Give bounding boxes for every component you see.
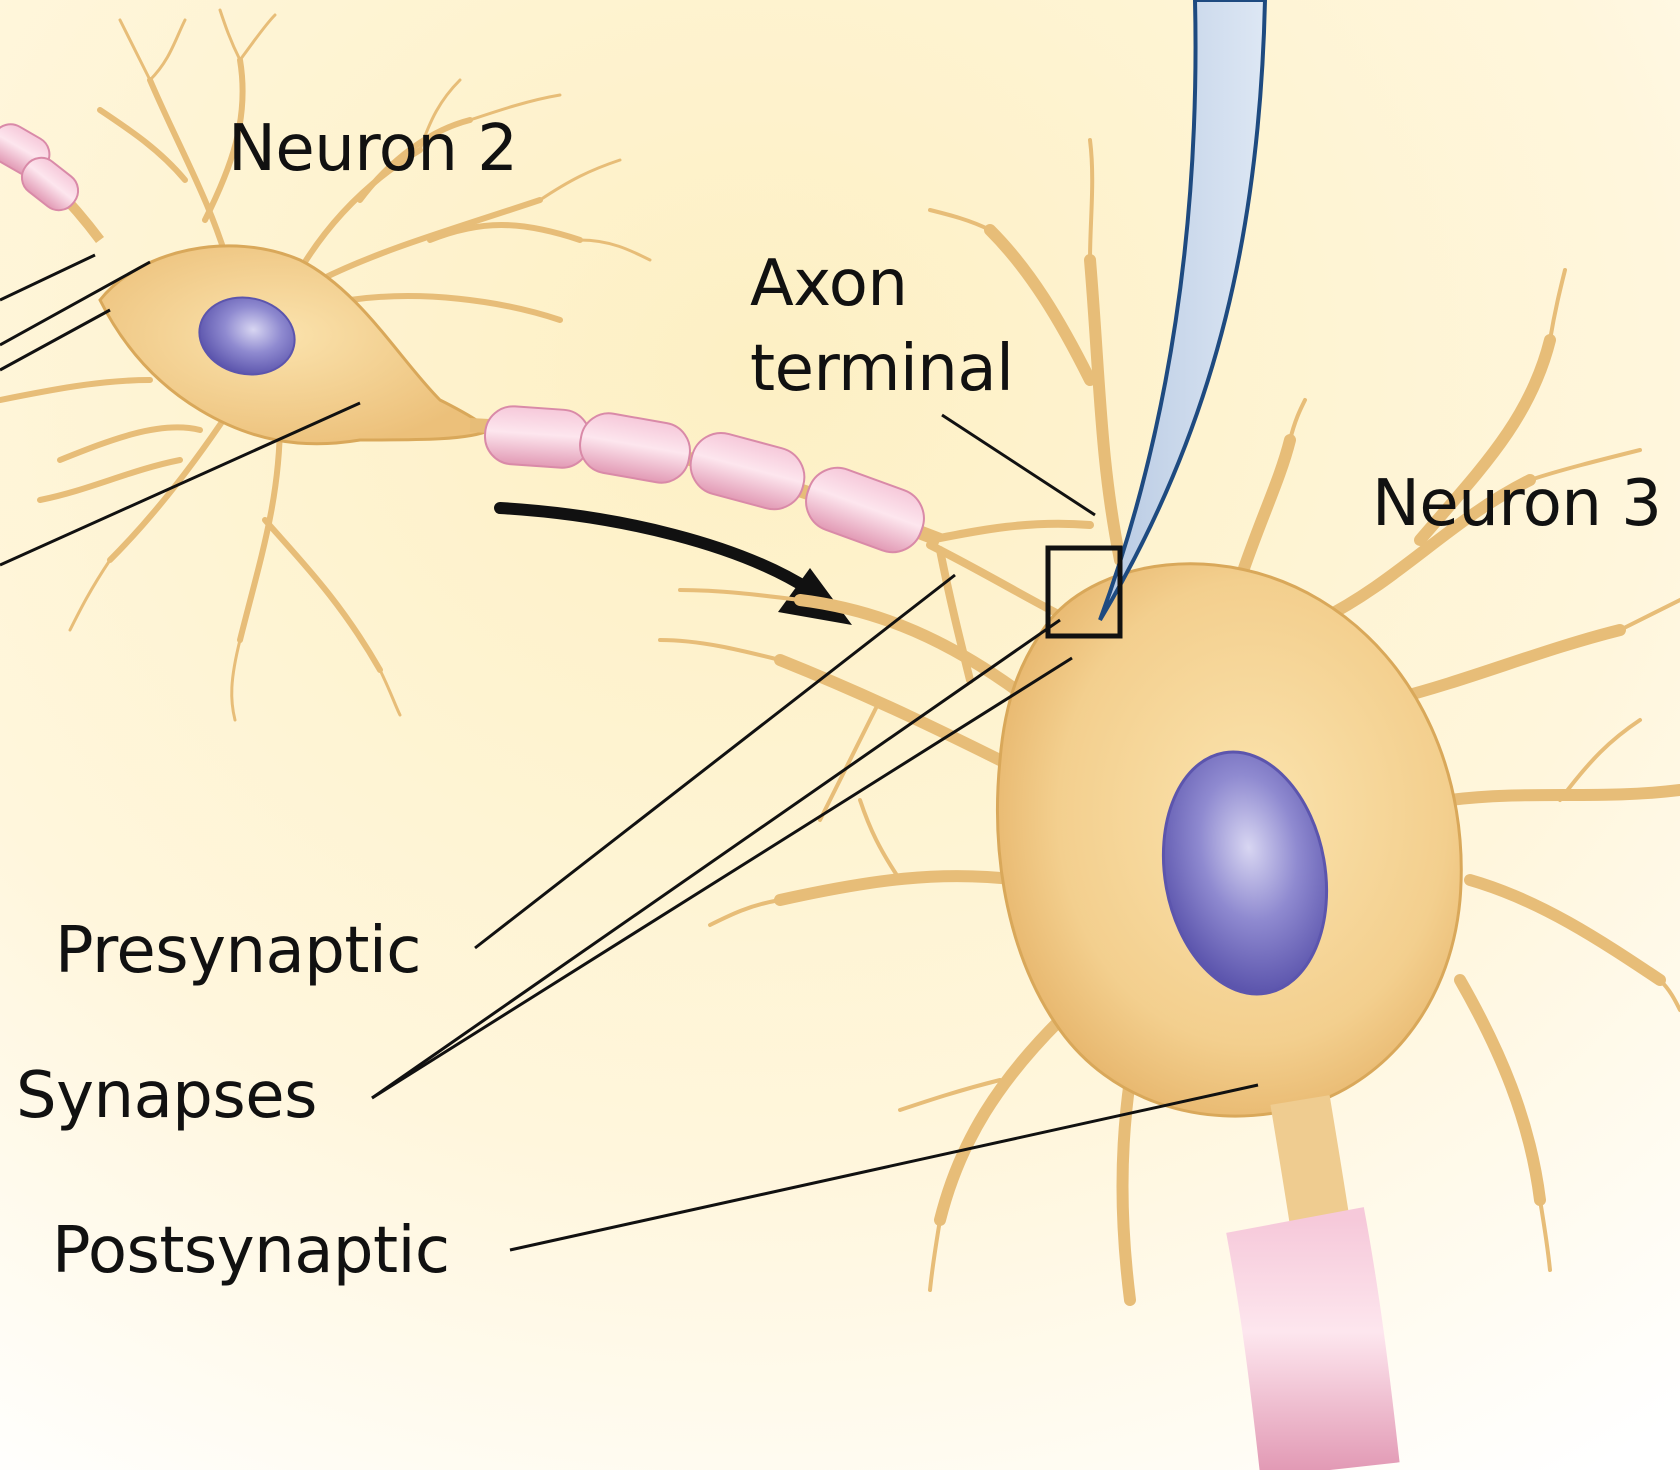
neuron-2-nucleus [198, 296, 296, 376]
neuron-2-dendrites [0, 57, 583, 673]
neuron-3-nucleus [1161, 750, 1329, 996]
neuron-3 [658, 138, 1680, 1470]
neuron-3-fine-dendrites [658, 138, 1680, 1292]
label-postsynaptic: Postsynaptic [52, 1214, 450, 1288]
neuron-2-fine-dendrites [68, 8, 652, 722]
label-neuron-3: Neuron 3 [1372, 467, 1662, 541]
neuron-3-dendrites [774, 224, 1680, 1306]
neuron-3-myelin [1226, 1207, 1400, 1470]
recording-electrode [1098, 0, 1268, 622]
incoming-axon [0, 123, 104, 244]
myelin-segments [483, 405, 925, 554]
label-neuron-2: Neuron 2 [228, 112, 518, 186]
label-synapses: Synapses [16, 1059, 317, 1133]
leader-lines [0, 253, 1259, 1252]
neuron-2 [0, 8, 652, 722]
label-presynaptic: Presynaptic [55, 914, 421, 988]
label-axon-terminal-line1: Axon [750, 247, 907, 321]
label-axon-terminal-line2: terminal [750, 332, 1013, 406]
synapse-highlight-box [1045, 545, 1123, 639]
axon-neuron-2 [469, 405, 1094, 684]
